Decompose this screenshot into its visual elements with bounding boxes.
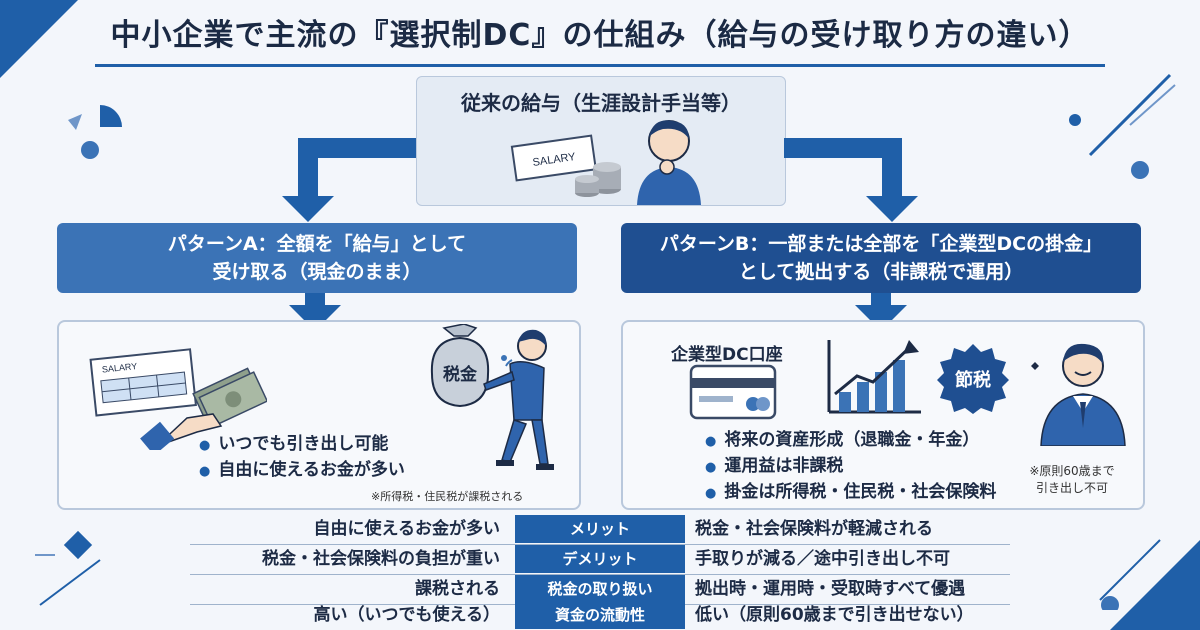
comparison-left: 税金・社会保険料の負担が重い bbox=[262, 549, 500, 569]
pattern-b-note-line2: 引き出し不可 bbox=[1035, 481, 1108, 495]
corner-decoration-top-left bbox=[0, 0, 78, 78]
pattern-a-panel: SALARY いつでも引き出し可能 自由に使えるお金が多い ※所得税・住民税が課… bbox=[57, 320, 581, 510]
arrow-left-head bbox=[282, 196, 334, 222]
arrow-right-head bbox=[866, 196, 918, 222]
thinking-person-icon bbox=[637, 120, 701, 205]
salary-card-icon: SALARY bbox=[510, 134, 621, 197]
comparison-left: 高い（いつでも使える） bbox=[313, 605, 501, 625]
pattern-b-note: ※原則60歳まで 引き出し不可 bbox=[1017, 462, 1127, 496]
comparison-row: 税金・社会保険料の負担が重い デメリット 手取りが減る／途中引き出し不可 bbox=[190, 544, 1010, 575]
arrow-b-down-stem bbox=[871, 293, 891, 307]
comparison-category: 税金の取り扱い bbox=[515, 575, 685, 603]
comparison-left: 課税される bbox=[415, 579, 500, 599]
pattern-b-header-line2: として拠出する（非課税で運用） bbox=[738, 261, 1024, 283]
arrow-right-vertical bbox=[882, 138, 902, 198]
arrow-left-horizontal bbox=[298, 138, 416, 158]
pattern-b-bullet-1: 将来の資産形成（退職金・年金） bbox=[705, 428, 979, 454]
arrow-a-down-stem bbox=[305, 293, 325, 307]
pattern-b-panel: 企業型DC口座 節税 将来の資産形成（退職金・年金） 運用益は非課税 掛金は所得… bbox=[621, 320, 1145, 510]
comparison-category: メリット bbox=[515, 515, 685, 543]
smiling-businessman-icon bbox=[1031, 343, 1126, 446]
arrow-left-vertical bbox=[298, 138, 318, 198]
comparison-left: 自由に使えるお金が多い bbox=[313, 519, 501, 539]
corner-decoration-bottom-right bbox=[1110, 540, 1200, 630]
comparison-category: 資金の流動性 bbox=[515, 601, 685, 629]
comparison-category: デメリット bbox=[515, 545, 685, 573]
comparison-right: 手取りが減る／途中引き出し不可 bbox=[695, 549, 950, 569]
tax-saving-badge-icon: 節税 bbox=[937, 344, 1009, 414]
comparison-right: 税金・社会保険料が軽減される bbox=[695, 519, 933, 539]
pattern-a-bullet-1: いつでも引き出し可能 bbox=[199, 432, 388, 458]
credit-card-icon bbox=[689, 364, 777, 420]
decorative-shapes-left bbox=[68, 105, 122, 159]
dc-account-label: 企業型DC口座 bbox=[671, 345, 783, 365]
pattern-a-header: パターンA：全額を「給与」として 受け取る（現金のまま） bbox=[57, 223, 577, 293]
pattern-a-header-line2: 受け取る（現金のまま） bbox=[212, 261, 422, 283]
salary-cash-icon: SALARY bbox=[89, 348, 267, 450]
pattern-b-bullet-3: 掛金は所得税・住民税・社会保険料 bbox=[705, 480, 996, 506]
comparison-right: 低い（原則60歳まで引き出せない） bbox=[695, 605, 974, 625]
decorative-shapes-bottom-left bbox=[35, 530, 101, 606]
decorative-shapes-bottom-right bbox=[1099, 539, 1161, 610]
comparison-row: 自由に使えるお金が多い メリット 税金・社会保険料が軽減される bbox=[190, 514, 1010, 545]
pattern-b-bullet-2: 運用益は非課税 bbox=[705, 454, 843, 480]
tax-burden-person-icon: 税金 bbox=[430, 324, 554, 470]
comparison-right: 拠出時・運用時・受取時すべて優遇 bbox=[695, 579, 966, 599]
arrow-right-horizontal bbox=[784, 138, 902, 158]
pattern-b-header-line1: パターンB：一部または全部を「企業型DCの掛金」 bbox=[659, 233, 1103, 255]
pattern-a-header-line1: パターンA：全額を「給与」として bbox=[167, 233, 467, 255]
page-title: 中小企業で主流の『選択制DC』の仕組み（給与の受け取り方の違い） bbox=[95, 14, 1105, 67]
growth-chart-icon bbox=[827, 340, 921, 414]
tax-bag-text: 税金 bbox=[443, 364, 478, 385]
tax-saving-badge-text: 節税 bbox=[955, 369, 991, 391]
pattern-a-note: ※所得税・住民税が課税される bbox=[371, 490, 524, 503]
comparison-row: 高い（いつでも使える） 資金の流動性 低い（原則60歳まで引き出せない） bbox=[190, 600, 1010, 630]
conventional-salary-box: 従来の給与（生涯設計手当等） SALARY bbox=[416, 76, 786, 206]
salary-slip-text: SALARY bbox=[101, 361, 137, 375]
pattern-b-header: パターンB：一部または全部を「企業型DCの掛金」 として拠出する（非課税で運用） bbox=[621, 223, 1141, 293]
pattern-a-bullet-2: 自由に使えるお金が多い bbox=[199, 458, 405, 484]
conventional-salary-label: 従来の給与（生涯設計手当等） bbox=[461, 91, 741, 115]
decorative-shapes-right bbox=[1069, 73, 1176, 179]
pattern-b-note-line1: ※原則60歳まで bbox=[1029, 464, 1115, 478]
